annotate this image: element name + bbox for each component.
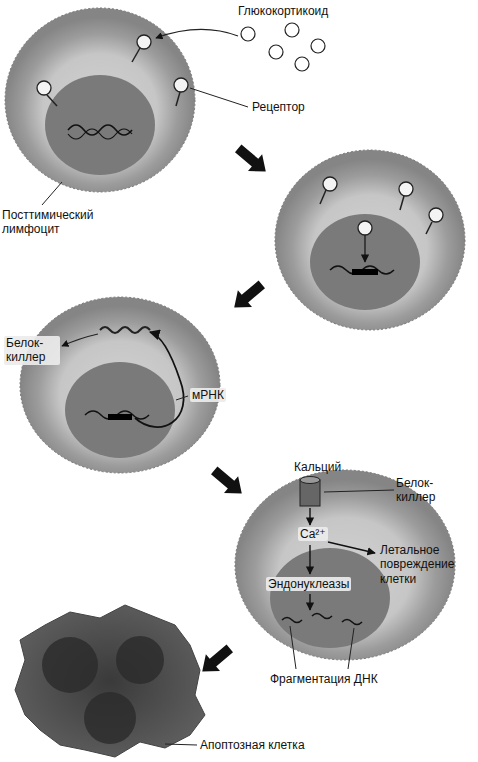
protein-label: Белок-киллер (396, 476, 452, 505)
enzyme-label: Эндонуклеазы (266, 577, 351, 591)
effect-label: Летальное повреждение клетки (380, 543, 470, 586)
channel-label: Кальций (294, 460, 341, 474)
cell-label: Посттимический лимфоцит (2, 208, 102, 237)
protein-label: Белок-киллер (4, 336, 60, 365)
ion-label: Ca²⁺ (298, 527, 328, 541)
cell-label: Апоптозная клетка (200, 738, 305, 752)
receptor-label: Рецептор (252, 100, 305, 114)
hormone-label: Глюкокортикоид (238, 4, 328, 18)
dna-label: Фрагментация ДНК (270, 672, 378, 686)
mrna-label: мРНК (190, 388, 226, 402)
